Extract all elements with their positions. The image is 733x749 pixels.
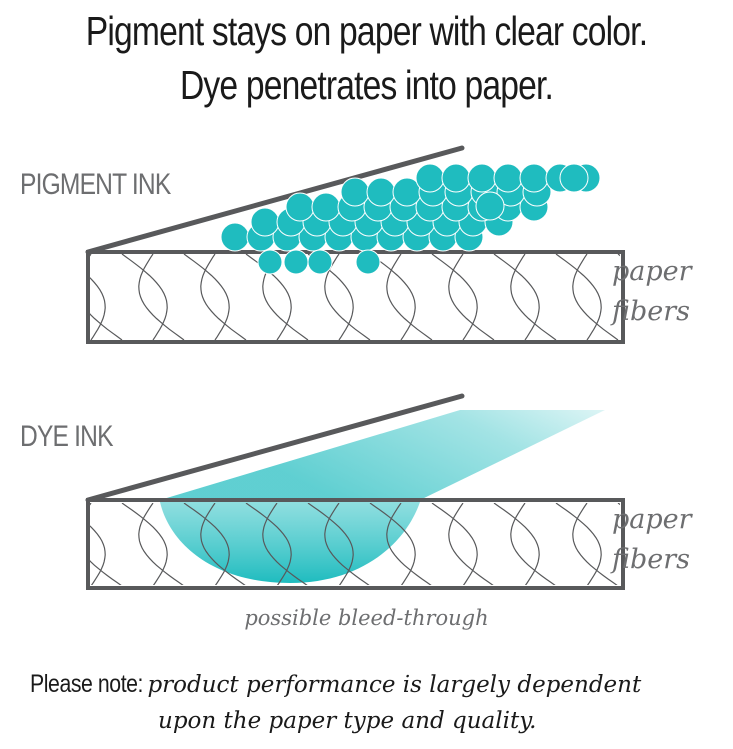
pigment-paper-fibers: [0, 254, 733, 340]
paper-fiber-strand: [555, 503, 602, 585]
paper-fiber-strand: [307, 503, 354, 585]
paper-fiber-strand: [88, 275, 106, 340]
dye-printhead-line: [85, 393, 465, 503]
dye-paper-fibers: [0, 503, 733, 586]
paper-fiber-strand: [88, 523, 106, 585]
pigment-particle: [475, 191, 505, 221]
pigment-particle: [220, 222, 250, 252]
note-label: Please note:: [30, 670, 144, 698]
pigment-diagram: [0, 145, 733, 344]
paper-fiber-strand: [448, 503, 494, 585]
paper-fiber-strand: [245, 503, 292, 585]
pigment-particle: [311, 192, 341, 222]
pigment-particle: [355, 249, 381, 275]
paper-fiber-strand: [431, 503, 478, 585]
pigment-particle: [519, 163, 549, 193]
paper-fiber-strand: [200, 503, 246, 585]
pigment-particle: [493, 163, 523, 193]
paper-fiber-strand: [15, 254, 60, 340]
note-text-line-2: upon the paper type and quality.: [158, 708, 537, 734]
headline-line-1: Pigment stays on paper with clear color.: [85, 8, 648, 54]
bleed-through-text: possible bleed-through: [244, 606, 489, 630]
paper-fiber-strand: [431, 254, 478, 340]
pigment-particle: [285, 192, 315, 222]
dye-fiber-label-paper: paper: [612, 504, 692, 535]
paper-fiber-strand: [510, 254, 557, 340]
paper-fiber-strand: [183, 503, 230, 585]
paper-fiber-strand: [386, 254, 433, 340]
pigment-particle: [307, 249, 333, 275]
paper-fiber-strand: [88, 254, 123, 340]
paper-fiber-strand: [0, 254, 43, 340]
pigment-particle: [340, 177, 370, 207]
paper-fiber-strand: [555, 254, 602, 340]
paper-fiber-strand: [572, 503, 618, 585]
headline-line-2: Dye penetrates into paper.: [179, 62, 554, 108]
paper-fiber-strand: [493, 254, 540, 340]
note-line-1: Please note: product performance is larg…: [30, 670, 641, 699]
pigment-particle: [559, 163, 589, 193]
pigment-paper-box: [86, 250, 625, 344]
pigment-particle: [467, 163, 497, 193]
pigment-fiber-label-fibers: fibers: [612, 296, 691, 327]
paper-fiber-strand: [121, 254, 168, 340]
paper-fiber-strand: [88, 503, 122, 585]
pigment-particle: [415, 163, 445, 193]
dye-diagram: [0, 393, 733, 590]
paper-fiber-strand: [510, 503, 556, 585]
paper-fiber-strand: [138, 254, 185, 340]
pigment-particle: [257, 249, 283, 275]
paper-fiber-strand: [369, 254, 416, 340]
paper-fiber-strand: [324, 503, 370, 585]
pigment-particle: [366, 177, 396, 207]
pigment-ink-label: PIGMENT INK: [20, 168, 171, 201]
paper-fiber-strand: [0, 503, 43, 586]
paper-fiber-strand: [262, 503, 308, 585]
paper-fiber-strand: [183, 254, 230, 340]
dye-ink-label: DYE INK: [20, 420, 114, 453]
note-text-line-1: product performance is largely dependent: [147, 672, 642, 698]
bleed-through-caption: possible bleed-through: [0, 606, 733, 630]
paper-fiber-strand: [369, 503, 416, 585]
paper-fiber-strand: [200, 254, 247, 340]
paper-fiber-strand: [448, 254, 495, 340]
dye-fiber-label-fibers: fibers: [612, 544, 691, 575]
paper-fiber-strand: [697, 254, 733, 340]
pigment-fiber-label-paper: paper: [612, 256, 692, 287]
paper-fiber-strand: [697, 503, 733, 586]
paper-fiber-strand: [121, 503, 168, 585]
pigment-particles: [220, 163, 601, 275]
paper-fiber-strand: [15, 503, 60, 586]
pigment-particle: [283, 249, 309, 275]
dye-paper-box: [86, 498, 625, 590]
paper-fiber-strand: [138, 503, 184, 585]
pigment-particle: [441, 163, 471, 193]
paper-fiber-strand: [572, 254, 619, 340]
dye-spray-beam: [160, 410, 605, 500]
pigment-particle: [250, 207, 280, 237]
dye-bleed-pool: [160, 502, 420, 583]
pigment-printhead-line: [85, 145, 465, 255]
paper-fiber-strand: [386, 503, 432, 585]
paper-fiber-strand: [493, 503, 540, 585]
